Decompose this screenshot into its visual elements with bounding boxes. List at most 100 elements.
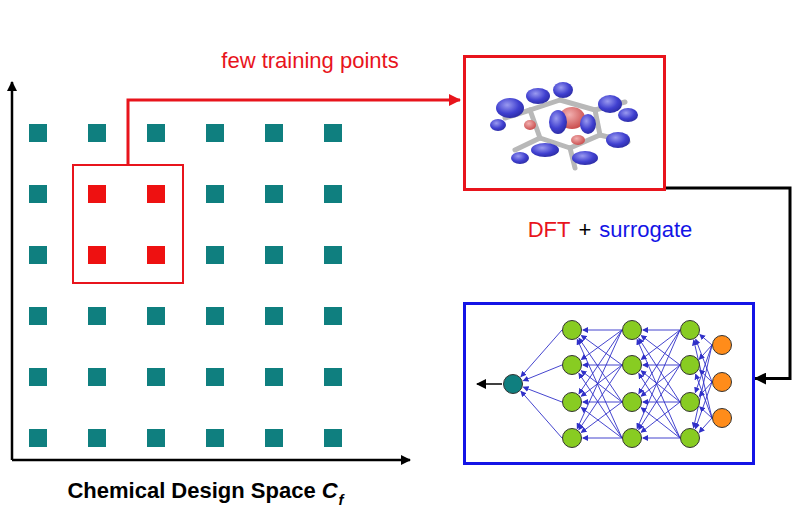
design-point [147, 185, 165, 203]
flow-connector [666, 188, 790, 379]
design-point [206, 307, 224, 325]
design-point [29, 246, 47, 264]
network-neuron [681, 321, 700, 340]
node-heading: DFT [528, 217, 571, 243]
network-neuron [563, 429, 582, 448]
axis-title: Chemical Design Space [67, 478, 315, 504]
design-point [88, 368, 106, 386]
design-point [324, 246, 342, 264]
network-weight [579, 365, 622, 430]
network-weight [639, 365, 680, 429]
network-neuron [563, 356, 582, 375]
network-neuron [623, 429, 642, 448]
design-point [265, 124, 283, 142]
design-point [147, 307, 165, 325]
design-point [147, 124, 165, 142]
design-point [29, 368, 47, 386]
network-weight [700, 335, 712, 345]
network-weight [581, 402, 622, 432]
network-weight [524, 387, 562, 402]
design-point [147, 246, 165, 264]
network-neuron [713, 409, 732, 428]
network-neuron [681, 356, 700, 375]
design-point [324, 124, 342, 142]
selection-box [73, 165, 183, 283]
design-point [265, 429, 283, 447]
network-weight [643, 402, 680, 403]
network-neuron [623, 393, 642, 412]
design-point [206, 124, 224, 142]
design-point [324, 368, 342, 386]
network-weight [641, 408, 680, 438]
network-neuron [504, 375, 523, 394]
network-weight [581, 408, 622, 438]
network-weight [577, 340, 622, 438]
design-point [206, 429, 224, 447]
design-point [29, 429, 47, 447]
network-weight [581, 365, 622, 396]
design-point [206, 246, 224, 264]
design-grid [29, 124, 342, 447]
design-point [147, 429, 165, 447]
design-point [88, 429, 106, 447]
molecule-picture [490, 82, 638, 168]
network-weight [699, 418, 712, 432]
network-neuron [681, 393, 700, 412]
design-point [29, 124, 47, 142]
network-weight [639, 374, 680, 438]
axis-symbol: C [322, 478, 338, 504]
design-point [29, 307, 47, 325]
design-point [324, 429, 342, 447]
network-weight [521, 330, 562, 377]
network-weight [523, 365, 562, 381]
y-axis [11, 82, 14, 460]
network-neuron [681, 429, 700, 448]
design-point [88, 246, 106, 264]
network-weight [579, 338, 622, 402]
network-neuron [713, 336, 732, 355]
network-weight [700, 407, 712, 418]
design-point [265, 185, 283, 203]
design-point [29, 185, 47, 203]
network-weight [641, 402, 680, 432]
network-weight [583, 330, 622, 331]
design-point [265, 307, 283, 325]
network-weight [637, 340, 680, 438]
network-neuron [713, 373, 732, 392]
surrogate-box: surrogate [463, 302, 755, 465]
design-point [88, 185, 106, 203]
design-point [88, 124, 106, 142]
network-weight [639, 339, 680, 402]
network-neuron [563, 321, 582, 340]
design-point [88, 307, 106, 325]
design-point [324, 185, 342, 203]
design-point [147, 368, 165, 386]
network-weight [521, 391, 562, 438]
network-weight [643, 438, 680, 439]
arrow-label: few training points [221, 48, 398, 74]
design-point [265, 368, 283, 386]
dft-box: DFT [463, 55, 666, 191]
network-weight [583, 402, 622, 403]
axis-subscript: f [339, 487, 344, 511]
network-weight [582, 336, 622, 365]
design-point [206, 185, 224, 203]
network-weight [583, 438, 622, 439]
network-neuron [623, 356, 642, 375]
network-weight [637, 330, 680, 428]
output-arrow [477, 383, 502, 385]
node-heading: surrogate [599, 217, 692, 243]
network-weight [641, 365, 680, 396]
design-point [324, 307, 342, 325]
network-neuron [623, 321, 642, 340]
neural-network [477, 321, 732, 448]
design-point [206, 368, 224, 386]
network-weight [641, 336, 680, 365]
network-neuron [563, 393, 582, 412]
network-weight [577, 330, 622, 428]
network-weight [582, 330, 622, 359]
network-weight [579, 373, 622, 438]
design-point [265, 246, 283, 264]
